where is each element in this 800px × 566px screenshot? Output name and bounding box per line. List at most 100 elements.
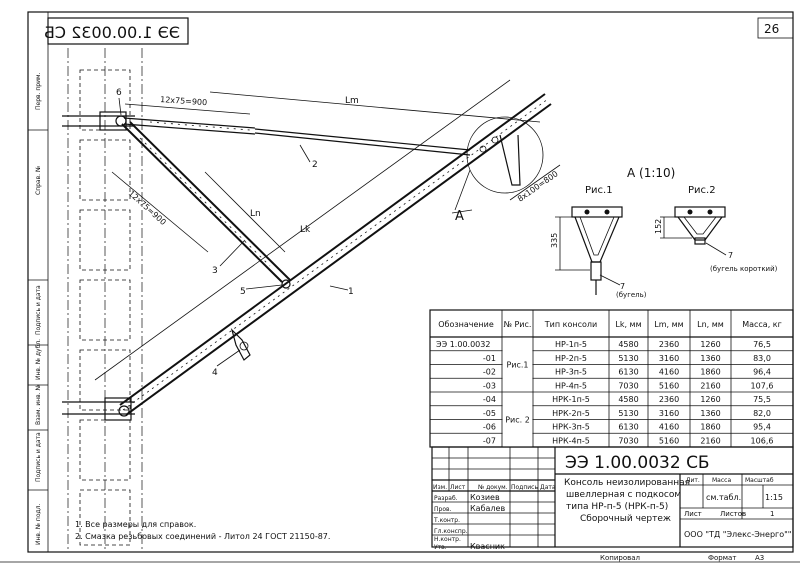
role: Гл.конспр. [434, 528, 468, 535]
company: ООО "ТД "Элекс-Энерго"" [684, 530, 791, 539]
table-cell: 76,5 [753, 340, 771, 349]
table-cell: 75,5 [753, 395, 771, 404]
role: Разраб. [434, 495, 458, 502]
col-header: № докум. [478, 484, 508, 491]
table-cell: 5160 [659, 381, 679, 390]
doc-name-line: Консоль неизолированная [564, 478, 690, 488]
doc-name-line: типа НР-п-5 (НРК-п-5) [566, 502, 668, 512]
table-header: Масса, кг [742, 320, 782, 329]
table-cell: 107,6 [751, 381, 774, 390]
side-label: Справ. № [35, 166, 42, 195]
table-cell: 5130 [618, 354, 638, 363]
pos7a: 7 [620, 282, 625, 291]
table-cell: 6130 [618, 423, 638, 432]
table-cell: 1260 [700, 340, 720, 349]
table-cell: -03 [483, 381, 496, 390]
table-cell: НРК-3п-5 [552, 423, 590, 432]
table-cell: -01 [483, 354, 496, 363]
side-strip: Перв. прим. Справ. № Подпись и дата Инв.… [27, 11, 49, 553]
table-cell: 106,6 [751, 436, 774, 445]
tip-bracket [479, 134, 521, 186]
table-cell: 2360 [659, 340, 679, 349]
table-header: № Рис. [504, 320, 532, 329]
person: Козиев [470, 493, 500, 502]
table-cell: 6130 [618, 368, 638, 377]
copied-label: Копировал [600, 554, 640, 562]
sheet-label: Лист [684, 510, 702, 518]
lit-header: Лит. [686, 477, 700, 484]
col-header: Дата [540, 484, 556, 491]
mirrored-code-box: ЭЭ 1.00.0032 СБ [44, 17, 189, 45]
table-cell: 1360 [700, 409, 720, 418]
table-header: Обозначение [438, 320, 494, 329]
fig-group-label: Рис. 2 [505, 416, 530, 425]
table-cell: -05 [483, 409, 496, 418]
table-cell: 2160 [700, 436, 720, 445]
table-header: Lm, мм [654, 320, 683, 329]
table-cell: 82,0 [753, 409, 771, 418]
mass-value: см.табл. [706, 493, 741, 502]
section-circle [466, 116, 544, 194]
table-cell: 1860 [700, 423, 720, 432]
doc-name-line: Сборочный чертеж [580, 514, 671, 524]
side-label: Взам. инв. № [35, 384, 42, 425]
table-cell: 95,4 [753, 423, 771, 432]
table-cell: НРК-2п-5 [552, 409, 590, 418]
mirrored-code: ЭЭ 1.00.0032 СБ [44, 23, 180, 42]
col-header: Подпись [511, 484, 538, 491]
note-line: 2. Смазка резьбовых соединений - Литол 2… [75, 532, 330, 541]
table-cell: 1360 [700, 354, 720, 363]
table-cell: 1860 [700, 368, 720, 377]
table-cell: НРК-4п-5 [552, 436, 590, 445]
section-label: A [455, 209, 464, 224]
note-line: 1. Все размеры для справок. [75, 520, 196, 529]
fig-group-label: Рис.1 [506, 361, 528, 370]
side-label: Перв. прим. [35, 72, 42, 110]
table-cell: НР-3п-5 [555, 368, 587, 377]
scale-value: 1:15 [765, 493, 783, 502]
table-cell: 2160 [700, 381, 720, 390]
dim-top: 12x75=900 [160, 95, 208, 107]
detail-view: А (1:10) Рис.1 Рис.2 335 7 (бугель) 152 … [550, 166, 778, 299]
pos7b: 7 [728, 251, 733, 260]
table-cell: 4160 [659, 368, 679, 377]
role: Н.контр. [434, 536, 461, 543]
dimensions: 12x75=900 Lm 12x75=900 Ln Lk 8x100=800 [94, 79, 561, 381]
side-label: Инв. № дубл. [35, 339, 42, 380]
dim-335: 335 [550, 233, 559, 248]
dim-lm: Lm [345, 96, 359, 106]
pos-label: 6 [116, 88, 122, 98]
format-value: А3 [755, 554, 764, 562]
dim-ln: Ln [250, 209, 261, 219]
role: Т.контр. [433, 517, 460, 524]
table-cell: ЭЭ 1.00.0032 [436, 340, 490, 349]
pos-label: 3 [212, 266, 218, 276]
dim-152: 152 [654, 219, 663, 234]
table-cell: 4580 [618, 395, 638, 404]
col-header: Изм. [433, 484, 447, 491]
mass-header: Масса [712, 477, 731, 484]
brace [121, 121, 291, 289]
table-header: Lk, мм [615, 320, 641, 329]
table-cell: 4160 [659, 423, 679, 432]
position-leaders: 1 2 3 4 5 6 [116, 88, 354, 378]
pos-label: 1 [348, 287, 354, 297]
table-cell: -04 [483, 395, 496, 404]
drawing-code: ЭЭ 1.00.0032 СБ [565, 453, 710, 473]
pos-label: 5 [240, 287, 246, 297]
table-cell: 3160 [659, 354, 679, 363]
doc-name-line: швеллерная с подкосом [566, 490, 681, 500]
table-cell: 5130 [618, 409, 638, 418]
table-cell: НР-1п-5 [555, 340, 587, 349]
scale-header: Масштаб [745, 477, 774, 484]
table-cell: -06 [483, 423, 496, 432]
table-cell: 5160 [659, 436, 679, 445]
person: Квасник [470, 542, 505, 551]
sheets-label: Листов [720, 510, 746, 518]
person: Кабалев [470, 504, 505, 513]
pos-label: 4 [212, 368, 218, 378]
sheets-value: 1 [770, 510, 774, 518]
page-number: 26 [764, 22, 779, 36]
side-label: Инв. № подл. [35, 504, 42, 545]
